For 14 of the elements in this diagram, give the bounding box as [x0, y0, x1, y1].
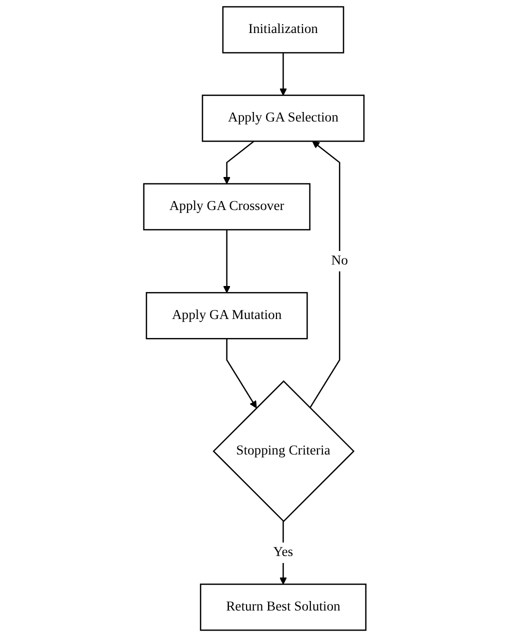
- node-box: Apply GA Mutation: [145, 292, 308, 340]
- arrow: [226, 338, 256, 408]
- arrow: [309, 140, 340, 408]
- arrow: [222, 140, 254, 184]
- node-box: Apply GA Crossover: [142, 183, 310, 230]
- arrow: [279, 52, 287, 96]
- edge-label: Yes: [272, 545, 293, 560]
- edge-label: No: [330, 254, 348, 268]
- node-box: Initialization: [222, 6, 344, 54]
- arrow: [279, 521, 287, 585]
- node-box: Apply GA Selection: [202, 94, 364, 142]
- node-box: Return Best Solution: [200, 584, 366, 631]
- arrow: [222, 230, 230, 294]
- node-diamond: Stopping Criteria: [212, 380, 354, 522]
